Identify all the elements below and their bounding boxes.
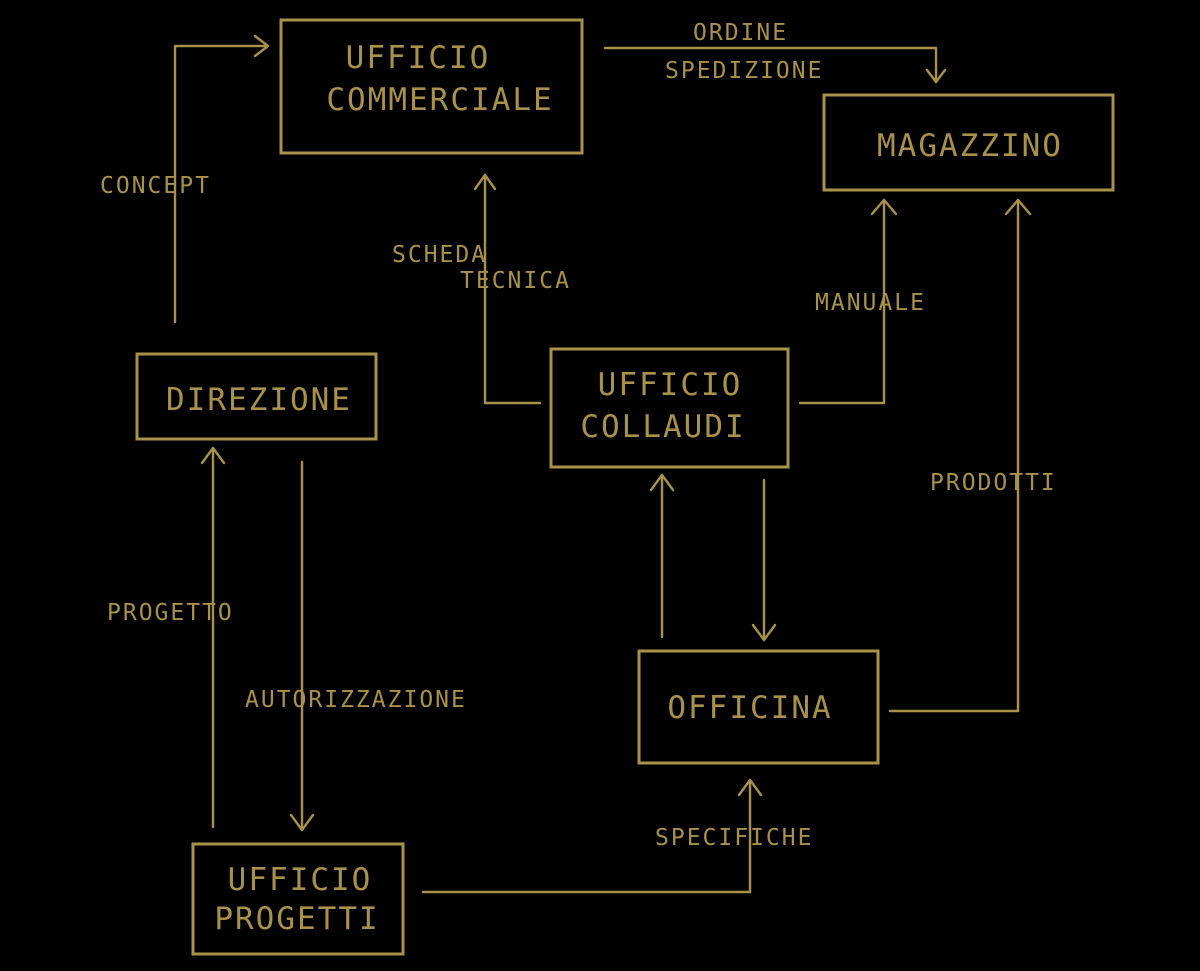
node-ufficio-commerciale-box [279,18,584,155]
edge-concept-label: CONCEPT [100,173,211,199]
node-ufficio-collaudi-box [549,347,790,469]
edge-scheda-tecnica-arrowhead [473,173,497,191]
node-direzione: DIREZIONE [135,352,378,441]
edge-ordine-spedizione-line [603,46,938,84]
edge-progetto-label: PROGETTO [107,600,234,626]
edge-prodotti: PRODOTTI [888,198,1057,713]
node-ufficio-progetti-box [191,842,405,956]
edge-collaudi-to-officina [751,478,777,642]
edge-autorizzazione: AUTORIZZAZIONE [245,460,467,832]
edge-scheda-tecnica: SCHEDA TECNICA [392,173,571,405]
node-magazzino-label: MAGAZZINO [877,128,1063,164]
edge-specifiche-arrowhead [737,778,763,797]
node-direzione-label: DIREZIONE [166,382,352,418]
node-officina-box [637,649,880,765]
edge-progetto: PROGETTO [107,446,234,829]
node-ufficio-progetti-label-line2: PROGETTI [214,901,379,937]
node-ufficio-commerciale: UFFICIO COMMERCIALE [279,18,584,155]
edge-concept: CONCEPT [100,34,270,324]
edge-scheda-tecnica-label-line2: TECNICA [460,268,571,294]
edge-manuale-arrowhead [870,198,898,216]
node-ufficio-collaudi-label-line2: COLLAUDI [580,409,745,445]
node-ufficio-commerciale-label-line2: COMMERCIALE [326,82,553,118]
node-ufficio-progetti: UFFICIO PROGETTI [191,842,405,956]
edge-ordine-spedizione: ORDINE SPEDIZIONE [603,20,947,84]
node-ufficio-collaudi-label-line1: UFFICIO [598,367,743,403]
node-ufficio-progetti-label-line1: UFFICIO [228,862,373,898]
edge-prodotti-label: PRODOTTI [930,470,1057,496]
edge-concept-line [173,44,270,324]
edge-manuale-label: MANUALE [815,290,926,316]
edge-autorizzazione-arrowhead [289,813,315,832]
edge-prodotti-arrowhead [1004,198,1032,216]
node-magazzino: MAGAZZINO [822,93,1115,192]
edge-ordine-spedizione-arrowhead [925,68,947,84]
edge-specifiche: SPECIFICHE [421,778,813,894]
edge-autorizzazione-label: AUTORIZZAZIONE [245,687,467,713]
node-magazzino-box [822,93,1115,192]
node-ufficio-collaudi: UFFICIO COLLAUDI [549,347,790,469]
edge-officina-to-collaudi [649,473,675,639]
node-officina-label: OFFICINA [667,690,832,726]
edge-prodotti-line [888,198,1020,713]
edge-ordine-spedizione-label-line2: SPEDIZIONE [665,58,823,84]
node-officina: OFFICINA [637,649,880,765]
edge-collaudi-to-officina-arrowhead [751,623,777,642]
edge-specifiche-line [421,778,752,894]
edge-officina-to-collaudi-arrowhead [649,473,675,492]
edge-scheda-tecnica-label-line1: SCHEDA [392,242,487,268]
node-direzione-box [135,352,378,441]
edge-ordine-spedizione-label-line1: ORDINE [693,20,788,46]
edge-manuale: MANUALE [798,198,926,405]
edge-concept-arrowhead [253,34,270,58]
edge-specifiche-label: SPECIFICHE [655,825,813,851]
edge-progetto-arrowhead [200,446,226,465]
edge-manuale-line [798,198,886,405]
node-ufficio-commerciale-label-line1: UFFICIO [346,40,491,76]
edge-scheda-tecnica-line [483,173,542,405]
